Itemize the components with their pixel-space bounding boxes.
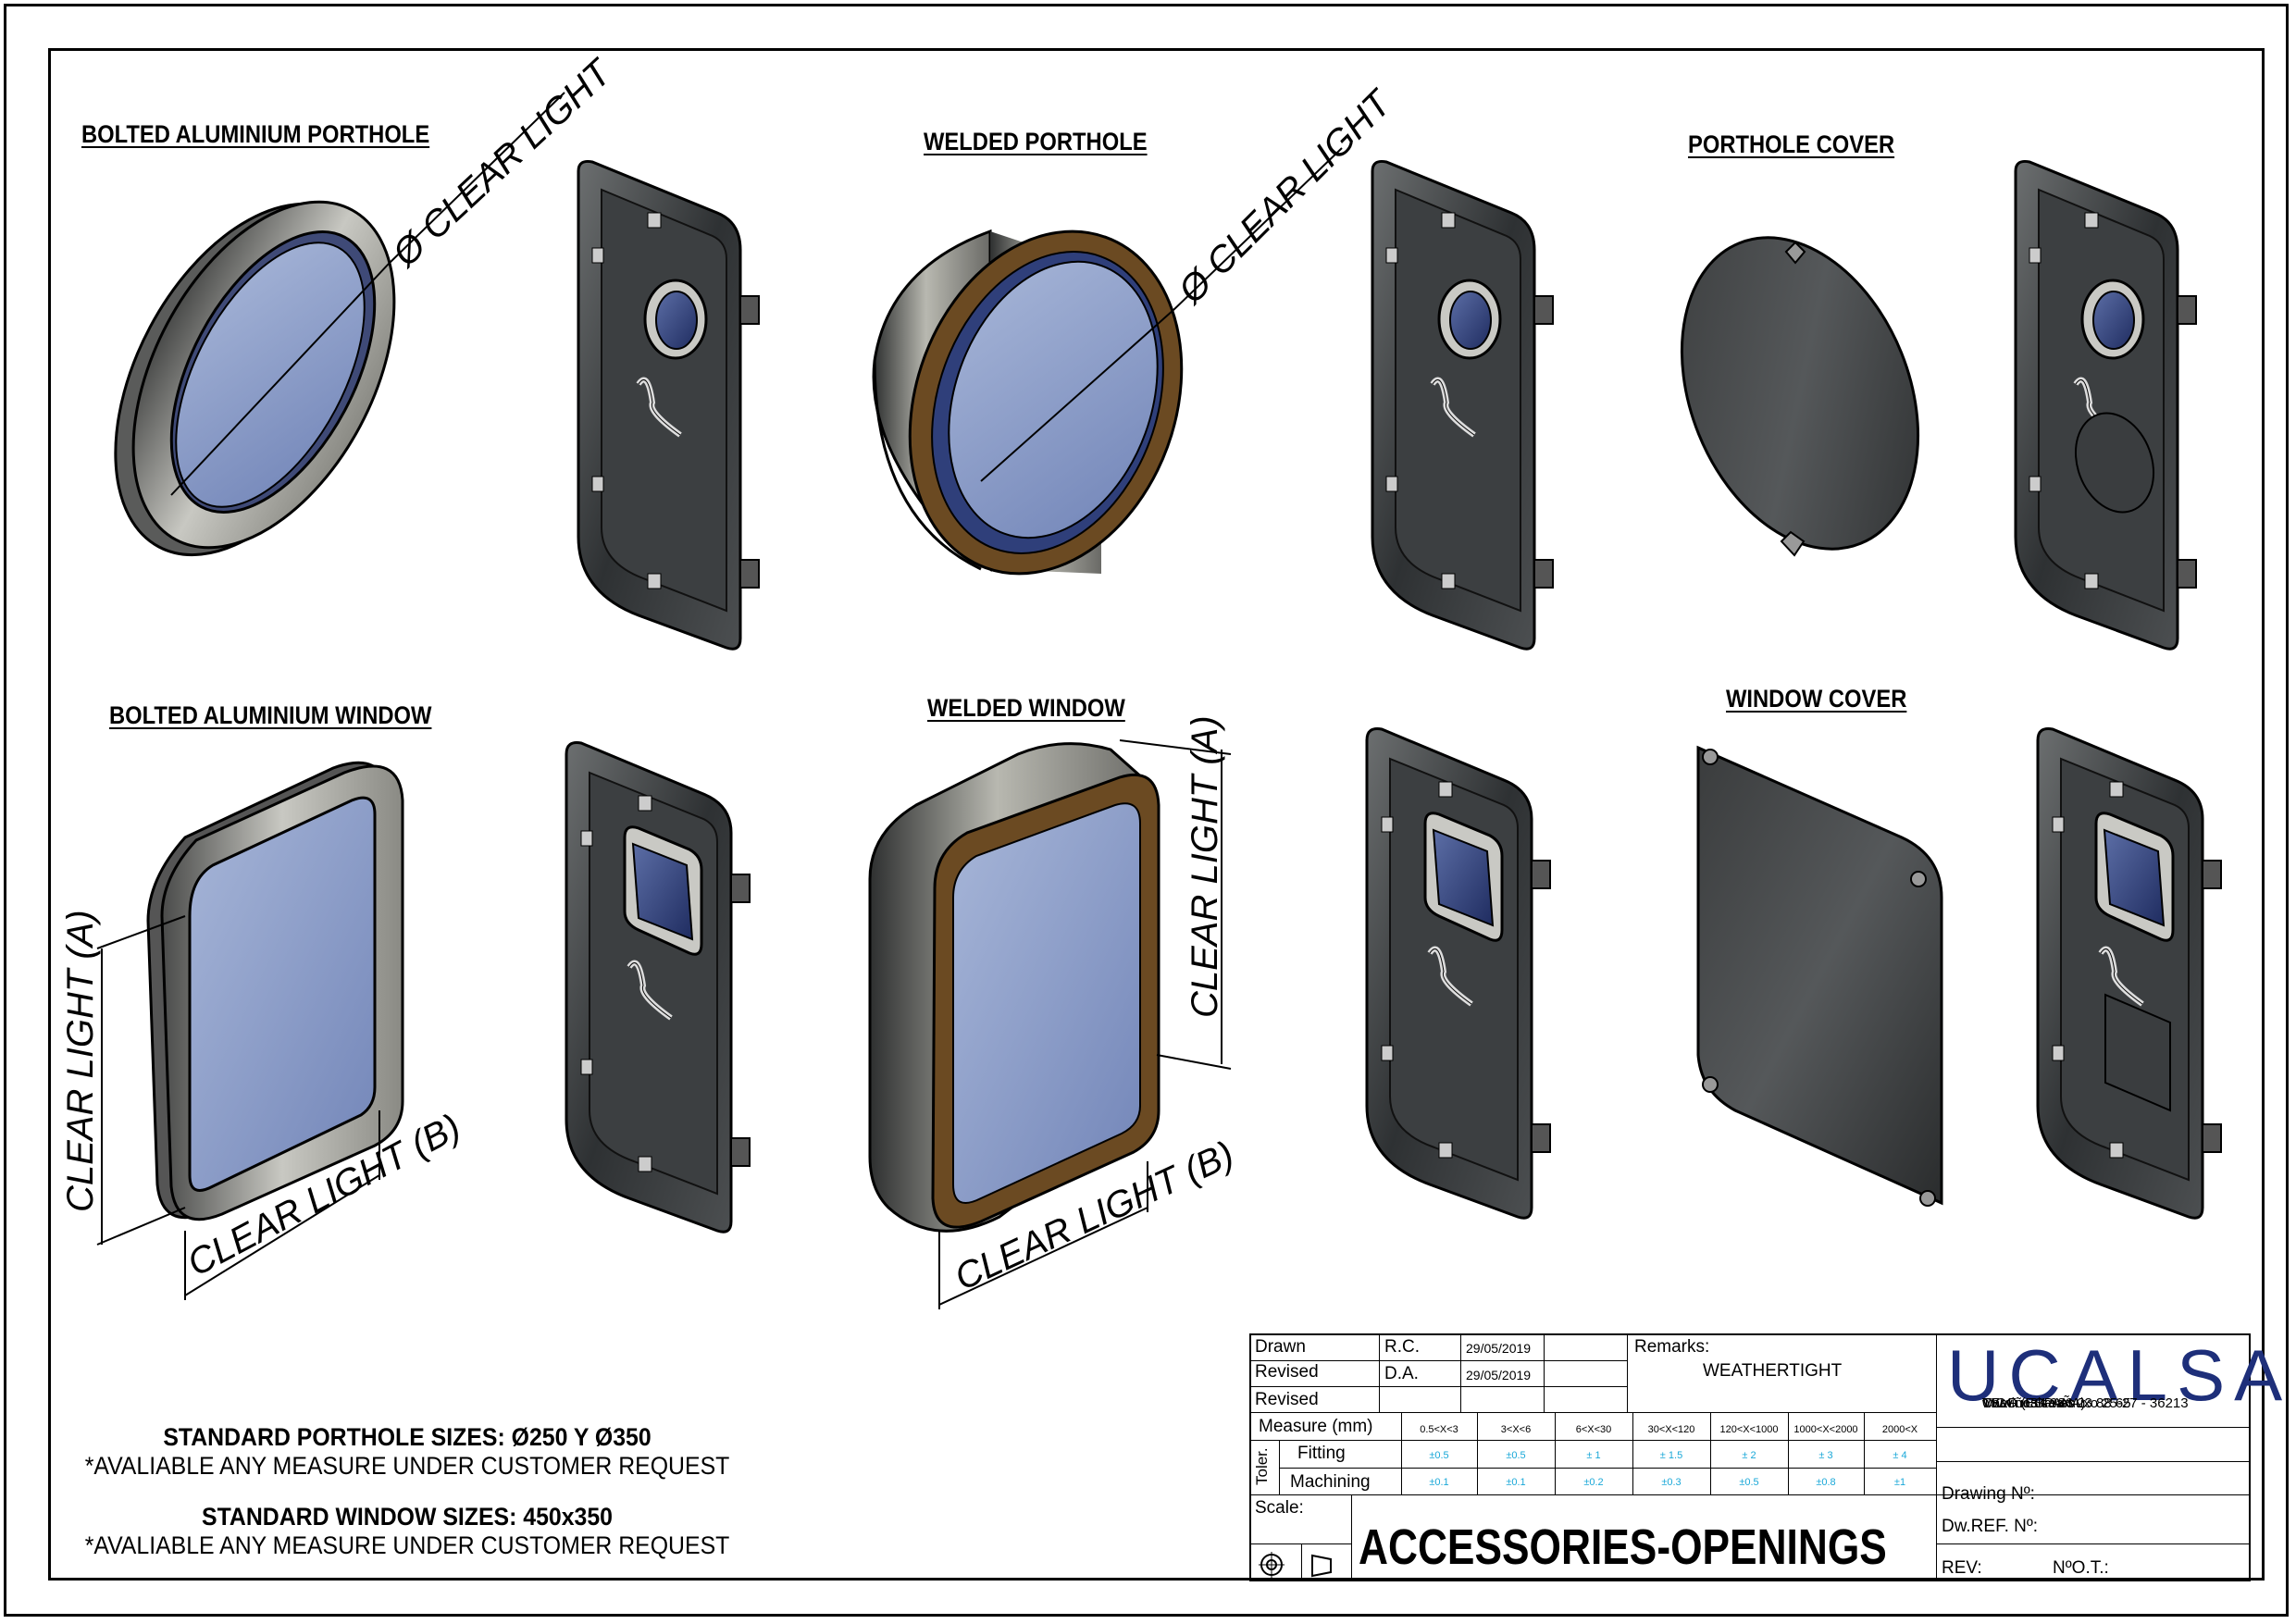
title-porthole-cover: PORTHOLE COVER [1688,130,1895,158]
revised-date: 29/05/2019 [1466,1368,1532,1382]
door-window-1 [565,741,751,1233]
porthole-request: *AVALIABLE ANY MEASURE UNDER CUSTOMER RE… [84,1452,730,1480]
rev-label: REV: [1942,1558,1982,1578]
dw-ref-label: Dw.REF. Nº: [1942,1517,2039,1536]
fitting-label: Fitting [1297,1444,1346,1463]
scale-label: Scale: [1255,1498,1304,1518]
bolted-porthole-drawing [114,92,565,557]
drawn-date: 29/05/2019 [1466,1341,1532,1356]
welded-porthole-drawing [872,147,1343,576]
fitting-2: ± 1 [1586,1450,1601,1461]
ot-label: NºO.T.: [2053,1558,2109,1578]
fitting-5: ± 3 [1818,1450,1833,1461]
revised-label: Revised [1255,1362,1319,1382]
porthole-sizes-note: STANDARD PORTHOLE SIZES: Ø250 Y Ø350 *AV… [56,1423,759,1481]
door-window-2 [1367,729,1550,1219]
projection-symbol-icon [1259,1552,1332,1578]
welded-window-drawing [868,739,1232,1309]
machining-2: ±0.2 [1583,1477,1604,1488]
measure-label: Measure (mm) [1259,1417,1373,1436]
range-5: 1000<X<2000 [1793,1424,1858,1435]
door-porthole-2 [1372,161,1553,649]
remarks-label: Remarks: [1634,1337,1710,1357]
toler-label: Toler. [1253,1447,1271,1485]
range-6: 2000<X [1881,1424,1918,1435]
dim-clear-light-a-2: CLEAR LIGHT (A) [1185,715,1225,1018]
drawing-title: ACCESSORIES-OPENINGS [1359,1519,1887,1575]
fitting-3: ± 1.5 [1659,1450,1683,1461]
title-bolted-window: BOLTED ALUMINIUM WINDOW [109,701,432,729]
porthole-sizes: STANDARD PORTHOLE SIZES: Ø250 Y Ø350 [163,1423,652,1451]
outer-border [4,4,2289,1617]
machining-4: ±0.5 [1739,1477,1759,1488]
company-phone: TELF. +34 986 23 88 65 [1982,1395,2131,1411]
title-window-cover: WINDOW COVER [1726,685,1907,713]
range-0: 0.5<X<3 [1420,1424,1458,1435]
range-2: 6<X<30 [1575,1424,1612,1435]
fitting-6: ± 4 [1893,1450,1907,1461]
title-bolted-porthole: BOLTED ALUMINIUM PORTHOLE [81,120,430,148]
dim-clear-light-a-1: CLEAR LIGHT (A) [60,910,101,1212]
dim-clear-light-dia-2: Ø CLEAR LIGHT [1170,81,1401,313]
machining-0: ±0.1 [1429,1477,1449,1488]
fitting-1: ±0.5 [1506,1450,1526,1461]
machining-3: ±0.3 [1661,1477,1682,1488]
drawn-by: R.C. [1384,1337,1420,1357]
drawing-no-label: Drawing Nº: [1942,1484,2035,1504]
bolted-window-drawing [96,761,404,1300]
window-sizes-note: STANDARD WINDOW SIZES: 450x350 *AVALIABL… [56,1503,759,1560]
door-window-with-cover [2038,729,2221,1219]
address-line-2: VIGO (ESPAÑA) [1982,1395,2086,1411]
machining-1: ±0.1 [1506,1477,1526,1488]
machining-6: ±1 [1893,1477,1906,1488]
drawn-label: Drawn [1255,1337,1306,1357]
revised-by: D.A. [1384,1364,1419,1383]
door-porthole-with-cover [2016,161,2196,649]
machining-5: ±0.8 [1816,1477,1836,1488]
company-logo: UCALSA [1947,1334,2292,1416]
title-welded-window: WELDED WINDOW [927,694,1125,722]
porthole-cover-drawing [1680,236,1920,557]
range-4: 120<X<1000 [1719,1424,1779,1435]
window-cover-drawing [1696,745,1943,1207]
door-porthole-1 [577,160,760,651]
window-sizes: STANDARD WINDOW SIZES: 450x350 [202,1503,613,1531]
title-welded-porthole: WELDED PORTHOLE [924,128,1148,155]
range-1: 3<X<6 [1500,1424,1532,1435]
revised2-label: Revised [1255,1390,1319,1409]
drawing-border [48,48,2265,1581]
remarks-value: WEATHERTIGHT [1703,1361,1843,1381]
company-web: www.ucalsa.es [1982,1395,2075,1411]
title-block: Drawn R.C. 29/05/2019 Revised D.A. 29/05… [1249,1333,2282,1581]
range-3: 30<X<120 [1647,1424,1695,1435]
fitting-0: ±0.5 [1429,1450,1449,1461]
address-line-1: Camiño Caramuxo 25-27 - 36213 [1982,1395,2189,1411]
fitting-4: ± 2 [1742,1450,1756,1461]
machining-label: Machining [1290,1472,1371,1492]
window-request: *AVALIABLE ANY MEASURE UNDER CUSTOMER RE… [84,1531,730,1559]
